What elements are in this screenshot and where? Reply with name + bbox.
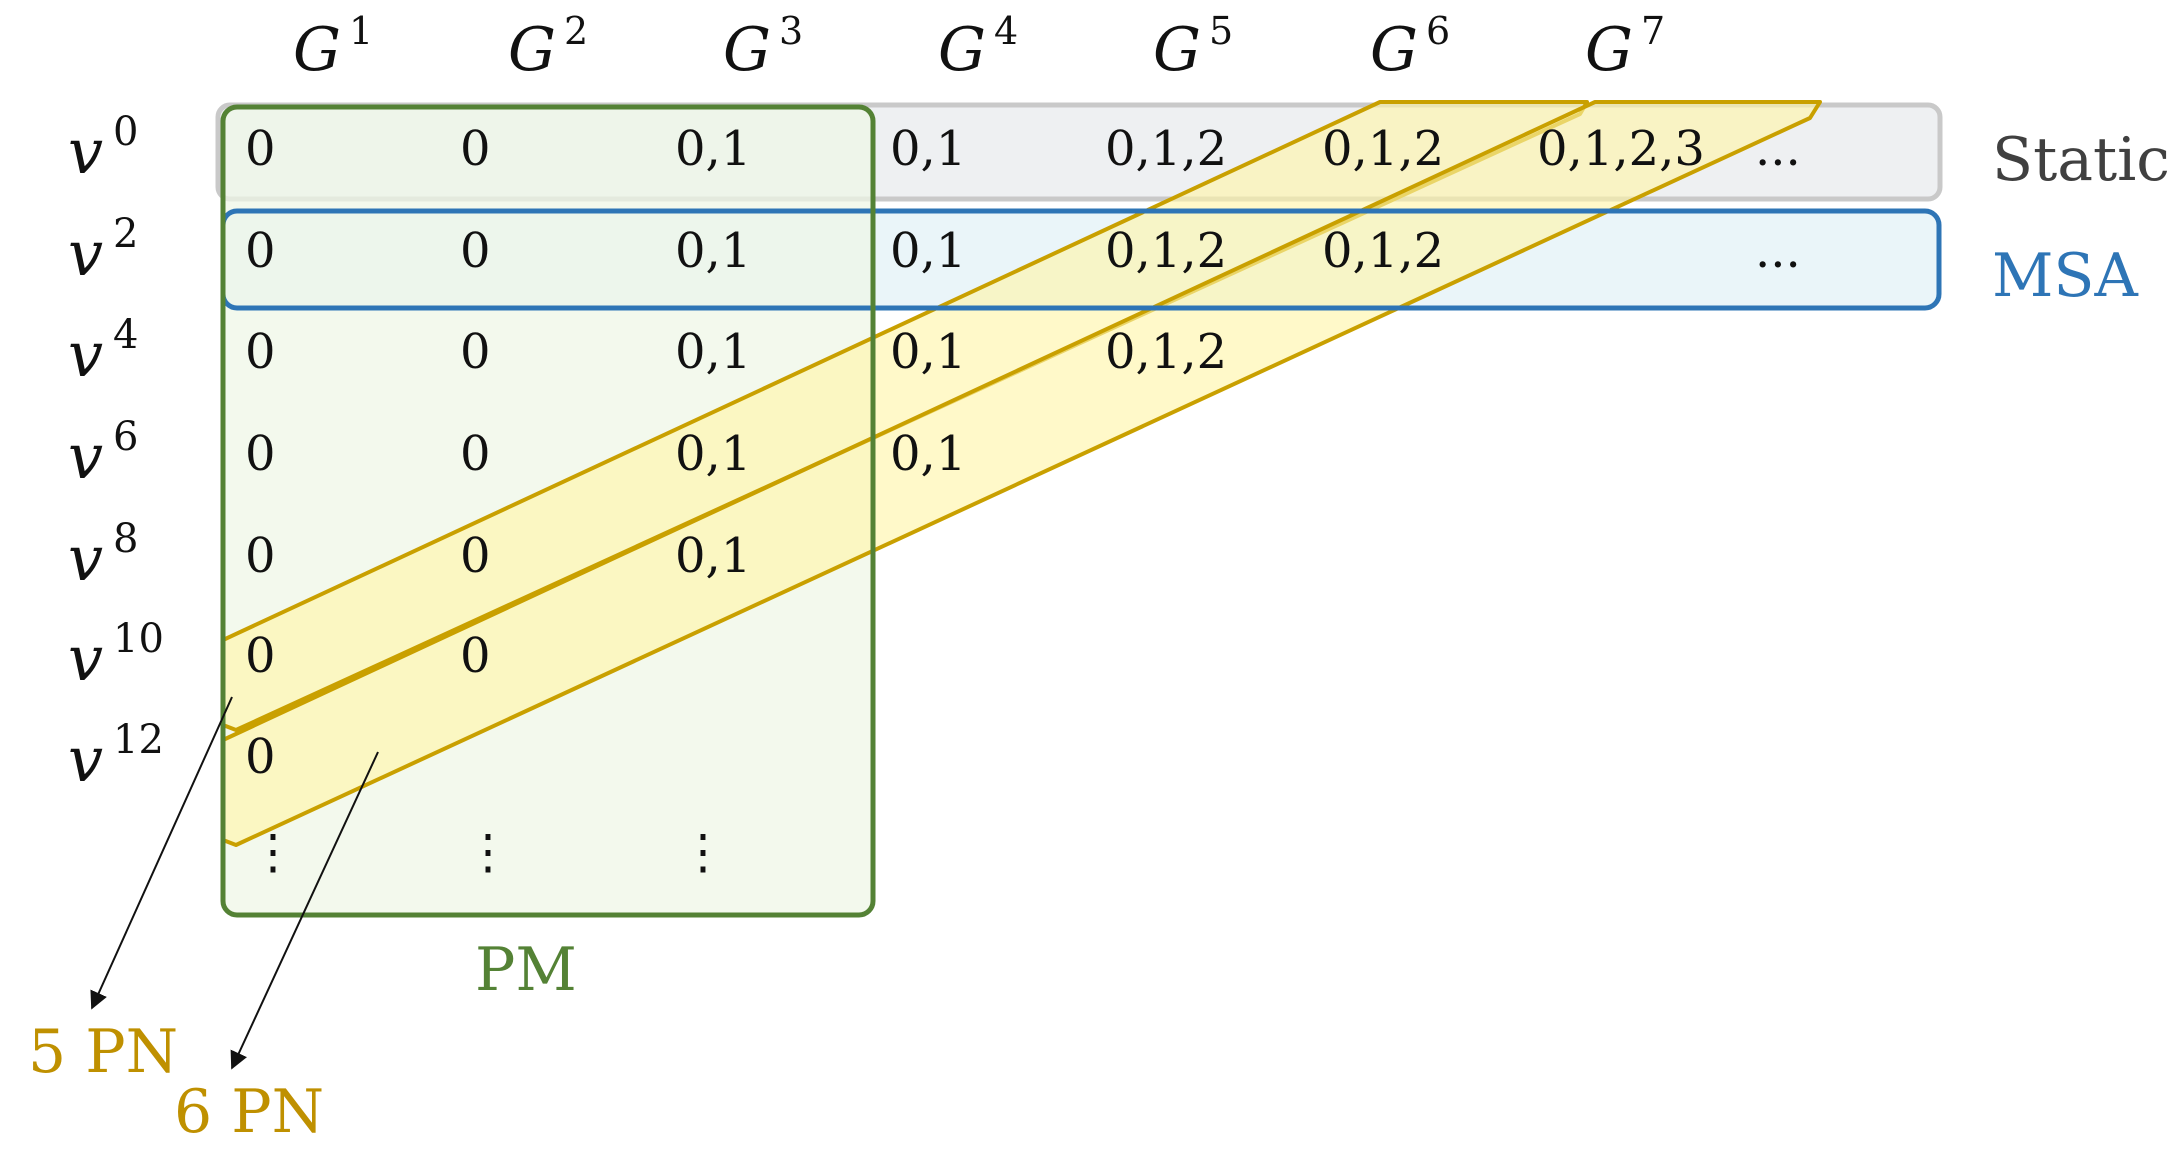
cell-r2-c4: 0,1,2: [1105, 324, 1227, 380]
row-header-base: v: [68, 622, 103, 695]
row-header-base: v: [68, 420, 103, 493]
cell-values: 0 0 0,1 0,1 0,1,2 0,1,2 0,1,2,3... 0 0 0,1 0,1 0,1,…: [245, 121, 1801, 785]
row-header-base: v: [68, 522, 103, 595]
static-label: Static: [1992, 125, 2170, 195]
cell-r0-c4: 0,1,2: [1105, 121, 1227, 177]
row-header-sup: 12: [113, 717, 164, 763]
cell-r4-c1: 0: [460, 528, 491, 584]
cell-r0-c0: 0: [245, 121, 276, 177]
row-header-base: v: [68, 318, 103, 391]
column-header-base: G: [1370, 15, 1418, 85]
cell-r1-c1: 0: [460, 223, 491, 279]
column-header-sup: 1: [349, 9, 373, 53]
column-header-sup: 2: [564, 9, 588, 53]
pn6-arrow: [230, 751, 379, 1070]
cell-r4-c2: 0,1: [675, 528, 751, 584]
pm-label: PM: [475, 935, 577, 1005]
column-header-base: G: [1585, 15, 1633, 85]
cell-r0-c7: ...: [1755, 121, 1801, 177]
pn5-label: 5 PN: [28, 1017, 178, 1087]
row-header-sup: 6: [113, 414, 138, 460]
pm-region-box: [220, 104, 876, 918]
cell-r2-c3: 0,1: [890, 324, 966, 380]
pn5-arrow: [90, 696, 233, 1010]
cell-r3-c1: 0: [460, 426, 491, 482]
column-header-base: G: [1153, 15, 1201, 85]
cell-r0-c5: 0,1,2: [1322, 121, 1444, 177]
row-header-sup: 10: [113, 616, 164, 662]
cell-r1-c7: ...: [1755, 223, 1801, 279]
cell-r1-c2: 0,1: [675, 223, 751, 279]
column-header-base: G: [723, 15, 771, 85]
column-header-sup: 6: [1426, 9, 1450, 53]
cell-r2-c2: 0,1: [675, 324, 751, 380]
cell-r3-c3: 0,1: [890, 426, 966, 482]
cell-r0-c3: 0,1: [890, 121, 966, 177]
column-header-base: G: [508, 15, 556, 85]
cell-r5-c1: 0: [460, 628, 491, 684]
column-header-sup: 5: [1209, 9, 1233, 53]
vdots-col-2: ⋮: [464, 824, 512, 880]
row-header-sup: 2: [113, 211, 138, 257]
row-header-sup: 0: [113, 109, 138, 155]
cell-r2-c1: 0: [460, 324, 491, 380]
cell-r6-c0: 0: [245, 729, 276, 785]
pn6-label: 6 PN: [174, 1077, 324, 1147]
cell-r0-c6: 0,1,2,3: [1537, 121, 1705, 177]
cell-r1-c3: 0,1: [890, 223, 966, 279]
cell-r1-c0: 0: [245, 223, 276, 279]
continuation-dots: ⋮ ⋮ ⋮: [249, 824, 727, 880]
column-header-sup: 4: [994, 9, 1018, 53]
cell-r3-c2: 0,1: [675, 426, 751, 482]
cell-r2-c0: 0: [245, 324, 276, 380]
cell-r0-c1: 0: [460, 121, 491, 177]
cell-r0-c2: 0,1: [675, 121, 751, 177]
cell-r1-c5: 0,1,2: [1322, 223, 1444, 279]
row-header-sup: 8: [113, 516, 138, 562]
vdots-col-1: ⋮: [249, 824, 297, 880]
cell-r1-c4: 0,1,2: [1105, 223, 1227, 279]
row-header-base: v: [68, 217, 103, 290]
row-header-sup: 4: [113, 312, 138, 358]
cell-r3-c0: 0: [245, 426, 276, 482]
column-header-base: G: [938, 15, 986, 85]
column-header-sup: 3: [779, 9, 803, 53]
column-header-base: G: [293, 15, 341, 85]
cell-r5-c0: 0: [245, 628, 276, 684]
row-header-base: v: [68, 723, 103, 796]
cell-r4-c0: 0: [245, 528, 276, 584]
vdots-col-3: ⋮: [679, 824, 727, 880]
column-header-sup: 7: [1641, 9, 1665, 53]
msa-label: MSA: [1992, 241, 2139, 311]
row-header-base: v: [68, 115, 103, 188]
